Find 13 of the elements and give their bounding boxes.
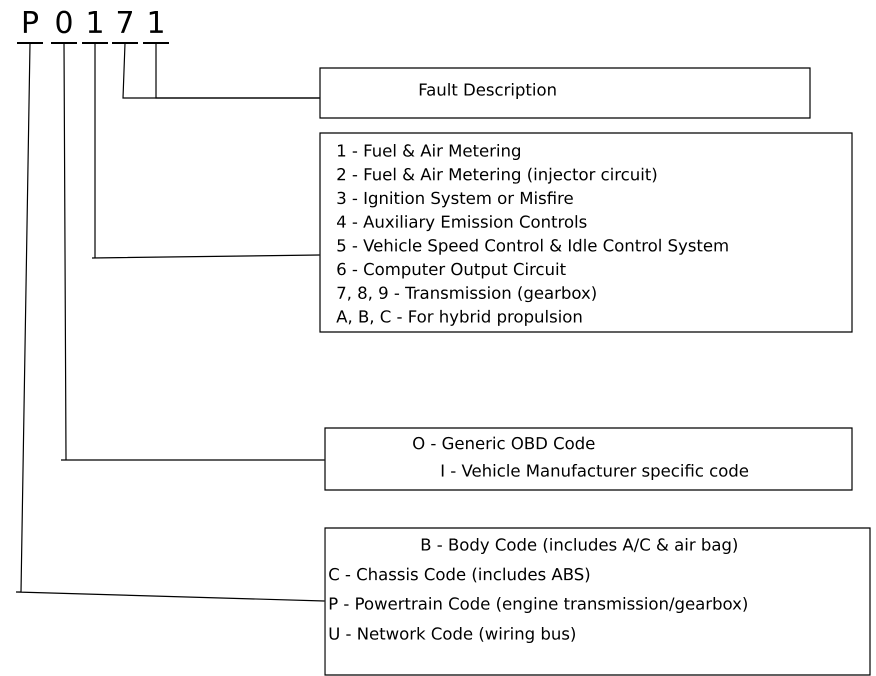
leader-line	[155, 43, 320, 99]
text-box: B - Body Code (includes A/C & air bag) C - Chassis Code (includes ABS) P - Powertrain Code (engine transmission/gearbox) U - Network Code (wiring bus)	[324, 527, 871, 676]
underlined-character: P	[17, 11, 43, 44]
leader-line	[15, 42, 324, 602]
text-box: O - Generic OBD Code I - Vehicle Manufacturer specific code	[324, 427, 853, 491]
underlined-character: 7	[112, 11, 138, 44]
text-box: Fault Description	[319, 67, 811, 119]
leader-line	[91, 43, 320, 259]
leader-line	[60, 43, 324, 461]
underlined-character: 1	[143, 11, 169, 44]
underlined-character: 1	[82, 11, 108, 44]
text-box: 1 - Fuel & Air Metering 2 - Fuel & Air Metering (injector circuit) 3 - Ignition System or Misfire 4 - Auxiliary Emission Controls 5 - Vehicle Speed Control & Idle Control System 6 - Computer Output Circuit 7, 8, 9 - Transmission (gearbox) A, B, C - For hybrid propulsion	[319, 132, 853, 333]
underlined-character: 0	[51, 10, 77, 44]
